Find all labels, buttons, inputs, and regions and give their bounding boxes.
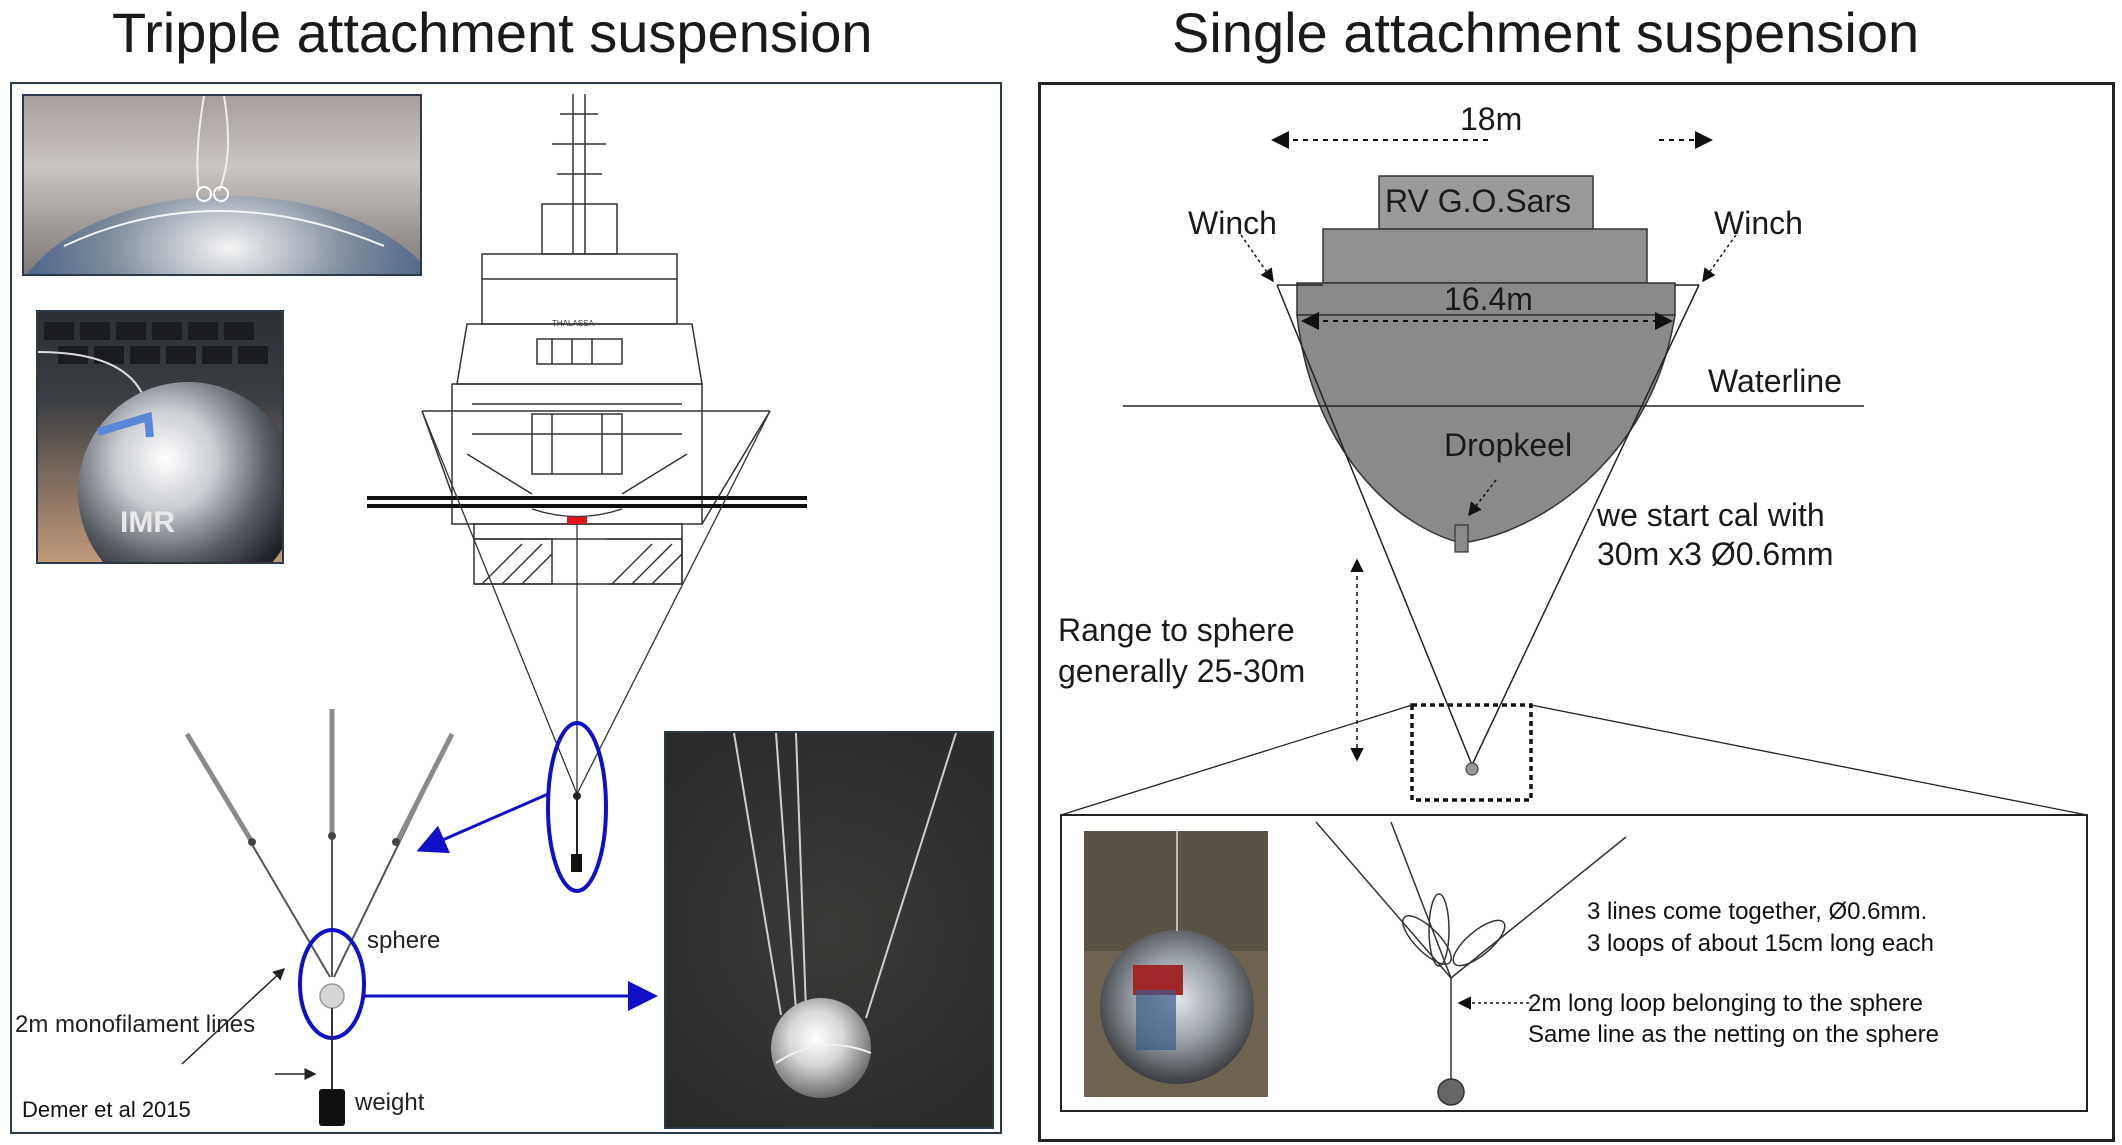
triple-attachment-detail	[181, 709, 658, 1126]
single-suspension-diagram	[1060, 131, 2088, 1112]
ellipse-weight	[571, 854, 582, 872]
ship-main-deck	[1296, 282, 1676, 316]
winch-right-label: Winch	[1714, 205, 1803, 241]
start-cal-line1: we start cal with	[1597, 497, 1825, 533]
single-attachment-detail	[1315, 821, 1627, 1090]
sphere-symbol	[319, 983, 345, 1009]
winch-left-label: Winch	[1188, 205, 1277, 241]
winch-line-left	[1276, 284, 1473, 766]
waterline-bar-bottom	[367, 504, 807, 508]
title-single-suspension: Single attachment suspension	[1172, 1, 1920, 64]
ship-bridge-block	[1378, 175, 1594, 230]
ship-stern-drawing	[451, 94, 703, 585]
ship-name: THALASSA	[552, 319, 594, 328]
range-line2: generally 25-30m	[1058, 653, 1306, 689]
single-suspension-panel: 18m RV G.O.Sars Winch Winch 16.4m Waterl…	[1038, 82, 2115, 1142]
sphere-label: sphere	[367, 927, 441, 954]
transducer-marker	[567, 516, 587, 524]
winch-line-right	[1471, 284, 1700, 766]
weight-label: weight	[355, 1089, 425, 1116]
width-outer-label: 18m	[1460, 101, 1523, 137]
highlight-ellipse-top	[546, 721, 608, 893]
width-inner-label: 16.4m	[1444, 281, 1533, 317]
photo-sphere-hanging	[664, 731, 994, 1129]
photo-sphere-attachment-top	[22, 94, 422, 276]
triple-suspension-diagram	[181, 94, 807, 1126]
detail-text-1: 3 lines come together, Ø0.6mm.	[1587, 898, 1928, 925]
dropkeel-label: Dropkeel	[1444, 427, 1573, 463]
title-triple-suspension: Tripple attachment suspension	[112, 1, 873, 64]
detail-text-3: 2m long loop belonging to the sphere	[1528, 990, 1923, 1017]
sphere-detail-symbol	[1437, 1078, 1465, 1106]
weight-symbol	[319, 1089, 345, 1126]
arrow-to-detail	[416, 792, 549, 854]
triple-suspension-panel: IMR sphere 2m monofilament lines weight …	[10, 82, 1002, 1134]
detail-text-2: 3 loops of about 15cm long each	[1587, 930, 1934, 957]
citation: Demer et al 2015	[22, 1097, 191, 1122]
ship-name-label: RV G.O.Sars	[1385, 183, 1572, 219]
suspension-lines	[421, 410, 771, 795]
sphere-symbol-small	[1465, 762, 1479, 776]
dropkeel-symbol	[1454, 524, 1469, 553]
monofilament-lines-label: 2m monofilament lines	[15, 1011, 256, 1038]
zoom-box	[1410, 703, 1533, 802]
start-cal-line2: 30m x3 Ø0.6mm	[1597, 536, 1834, 572]
waterline-label: Waterline	[1708, 363, 1842, 399]
detail-text-4: Same line as the netting on the sphere	[1528, 1021, 1939, 1048]
photo-imr-marking: IMR	[120, 506, 175, 539]
range-line1: Range to sphere	[1058, 612, 1295, 648]
ship-deck-block	[1322, 228, 1648, 284]
photo-sphere-in-hand: IMR	[36, 310, 284, 564]
waterline-bar-top	[367, 496, 807, 500]
